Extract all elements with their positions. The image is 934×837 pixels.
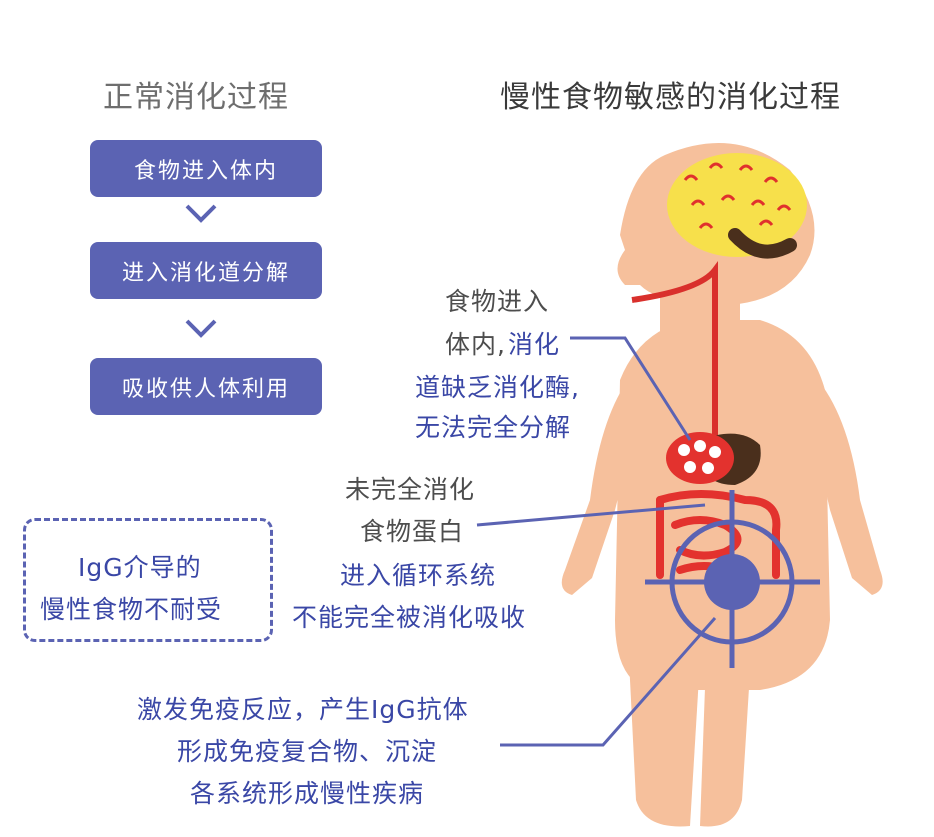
torso bbox=[615, 320, 830, 690]
annotation2-line4: 不能完全被消化吸收 bbox=[292, 603, 527, 632]
right-arm bbox=[812, 380, 883, 595]
annotation3-line3: 各系统形成慢性疾病 bbox=[190, 779, 425, 808]
annotation1-line2-gray: 体内, bbox=[445, 330, 506, 359]
annotation1-line3: 道缺乏消化酶, bbox=[415, 373, 580, 402]
step-3: 吸收供人体利用 bbox=[90, 358, 322, 415]
annotation2-line1: 未完全消化 bbox=[345, 475, 476, 504]
igg-callout-box bbox=[23, 518, 273, 642]
annotation3-line2: 形成免疫复合物、沉淀 bbox=[177, 737, 438, 766]
stomach-particles bbox=[678, 440, 721, 474]
brain-folds bbox=[683, 162, 792, 229]
sensitivity-process-title: 慢性食物敏感的消化过程 bbox=[500, 80, 841, 115]
annotation2-line3: 进入循环系统 bbox=[340, 561, 497, 590]
esophagus bbox=[631, 261, 718, 440]
normal-process-title: 正常消化过程 bbox=[103, 80, 289, 115]
target-icon bbox=[645, 490, 820, 668]
stomach bbox=[666, 432, 734, 484]
callout-line1: IgG介导的 bbox=[78, 553, 202, 582]
step-2: 进入消化道分解 bbox=[90, 242, 322, 299]
connector-lines bbox=[476, 336, 717, 747]
chevron-down-icon bbox=[185, 319, 217, 338]
step-1: 食物进入体内 bbox=[90, 140, 322, 197]
annotation1-line4: 无法完全分解 bbox=[415, 413, 572, 442]
annotation1-line1: 食物进入 bbox=[445, 287, 550, 316]
left-arm bbox=[561, 380, 635, 595]
annotation2-line2: 食物蛋白 bbox=[360, 517, 465, 546]
annotation1-line2-blue: 消化 bbox=[508, 330, 561, 359]
annotation3-line1: 激发免疫反应，产生IgG抗体 bbox=[137, 695, 469, 724]
cerebellum bbox=[728, 228, 797, 259]
callout-line2: 慢性食物不耐受 bbox=[40, 595, 223, 624]
chevron-down-icon bbox=[185, 204, 217, 223]
